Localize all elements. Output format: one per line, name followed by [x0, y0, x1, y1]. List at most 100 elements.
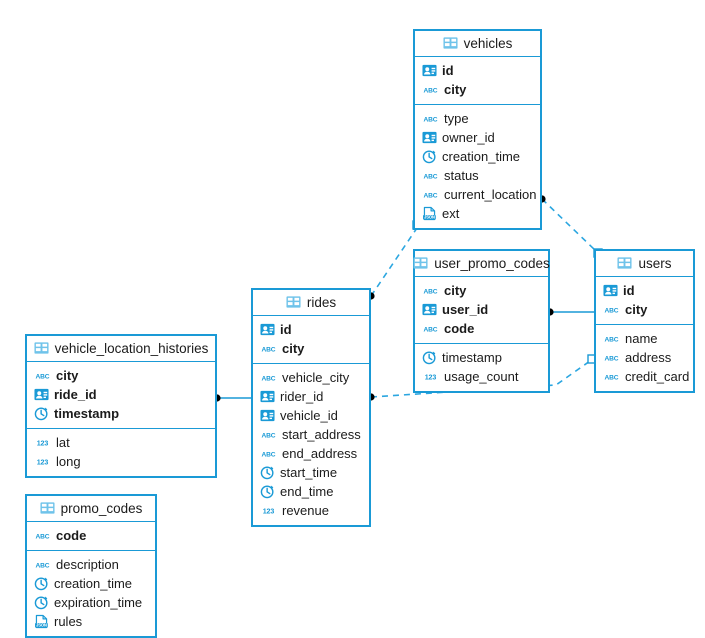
column-name: city — [282, 341, 305, 356]
table-column[interactable]: current_location — [415, 185, 540, 204]
table-column[interactable]: expiration_time — [27, 593, 155, 612]
table-column[interactable]: owner_id — [415, 128, 540, 147]
table-column[interactable]: start_time — [253, 463, 369, 482]
primary-key-column[interactable]: code — [27, 526, 155, 545]
column-name: code — [56, 528, 87, 543]
table-column[interactable]: rider_id — [253, 387, 369, 406]
table-column[interactable]: ext — [415, 204, 540, 223]
number-icon — [34, 454, 51, 469]
primary-key-column[interactable]: code — [415, 319, 548, 338]
table-icon — [443, 36, 458, 51]
table-icon — [617, 256, 632, 271]
table-column[interactable]: revenue — [253, 501, 369, 520]
number-icon — [422, 369, 439, 384]
table-icon — [286, 295, 301, 310]
table-title[interactable]: user_promo_codes — [413, 251, 550, 277]
primary-key-column[interactable]: city — [27, 366, 215, 385]
column-name: timestamp — [442, 350, 502, 365]
primary-key-section: id city — [596, 277, 693, 325]
table-title[interactable]: users — [596, 251, 693, 277]
clock-icon — [34, 406, 49, 421]
abc-icon — [34, 557, 51, 572]
table-column[interactable]: description — [27, 555, 155, 574]
table-name: rides — [306, 295, 337, 310]
column-name: id — [280, 322, 292, 337]
primary-key-column[interactable]: ride_id — [27, 385, 215, 404]
table-column[interactable]: end_address — [253, 444, 369, 463]
primary-key-column[interactable]: user_id — [415, 300, 548, 319]
table-column[interactable]: name — [596, 329, 693, 348]
columns-section: name address credit_card — [596, 325, 693, 391]
column-name: city — [444, 283, 467, 298]
table-column[interactable]: credit_card — [596, 367, 693, 386]
abc-icon — [422, 321, 439, 336]
id-card-icon — [603, 283, 618, 298]
table-column[interactable]: start_address — [253, 425, 369, 444]
relationship-vehicle-location-histories-to-rides[interactable] — [213, 394, 251, 402]
table-column[interactable]: rules — [27, 612, 155, 631]
table-column[interactable]: creation_time — [27, 574, 155, 593]
table-column[interactable]: timestamp — [415, 348, 548, 367]
table-column[interactable]: status — [415, 166, 540, 185]
table-column[interactable]: long — [27, 452, 215, 471]
relationship-user-promo-codes-to-users[interactable] — [546, 308, 594, 316]
table-column[interactable]: type — [415, 109, 540, 128]
abc-icon — [603, 302, 620, 317]
table-column[interactable]: creation_time — [415, 147, 540, 166]
table-column[interactable]: vehicle_id — [253, 406, 369, 425]
column-name: creation_time — [442, 149, 521, 164]
abc-icon — [260, 446, 277, 461]
column-name: user_id — [442, 302, 489, 317]
table-column[interactable]: address — [596, 348, 693, 367]
column-name: usage_count — [444, 369, 519, 384]
table-users[interactable]: users id city name address credit_card — [594, 249, 695, 393]
clock-icon — [34, 595, 49, 610]
primary-key-column[interactable]: timestamp — [27, 404, 215, 423]
table-column[interactable]: end_time — [253, 482, 369, 501]
table-name: promo_codes — [60, 501, 143, 516]
primary-key-column[interactable]: id — [596, 281, 693, 300]
column-name: revenue — [282, 503, 329, 518]
table-title[interactable]: vehicle_location_histories — [27, 336, 215, 362]
table-title[interactable]: rides — [253, 290, 369, 316]
table-column[interactable]: vehicle_city — [253, 368, 369, 387]
column-name: type — [444, 111, 469, 126]
abc-icon — [603, 350, 620, 365]
primary-key-column[interactable]: id — [253, 320, 369, 339]
abc-icon — [422, 168, 439, 183]
column-name: address — [625, 350, 672, 365]
relationship-vehicles-to-users[interactable] — [538, 195, 603, 258]
column-name: expiration_time — [54, 595, 143, 610]
primary-key-column[interactable]: id — [415, 61, 540, 80]
primary-key-column[interactable]: city — [596, 300, 693, 319]
column-name: credit_card — [625, 369, 690, 384]
table-title[interactable]: vehicles — [415, 31, 540, 57]
primary-key-column[interactable]: city — [415, 281, 548, 300]
table-title[interactable]: promo_codes — [27, 496, 155, 522]
column-name: end_address — [282, 446, 358, 461]
table-column[interactable]: usage_count — [415, 367, 548, 386]
column-name: owner_id — [442, 130, 495, 145]
number-icon — [34, 435, 51, 450]
id-card-icon — [422, 130, 437, 145]
table-icon — [413, 256, 428, 271]
column-name: city — [444, 82, 467, 97]
table-column[interactable]: lat — [27, 433, 215, 452]
primary-key-section: id city — [253, 316, 369, 364]
abc-icon — [422, 82, 439, 97]
abc-icon — [422, 111, 439, 126]
abc-icon — [422, 283, 439, 298]
primary-key-column[interactable]: city — [253, 339, 369, 358]
relationship-line — [541, 198, 598, 253]
primary-key-column[interactable]: city — [415, 80, 540, 99]
column-name: id — [623, 283, 635, 298]
